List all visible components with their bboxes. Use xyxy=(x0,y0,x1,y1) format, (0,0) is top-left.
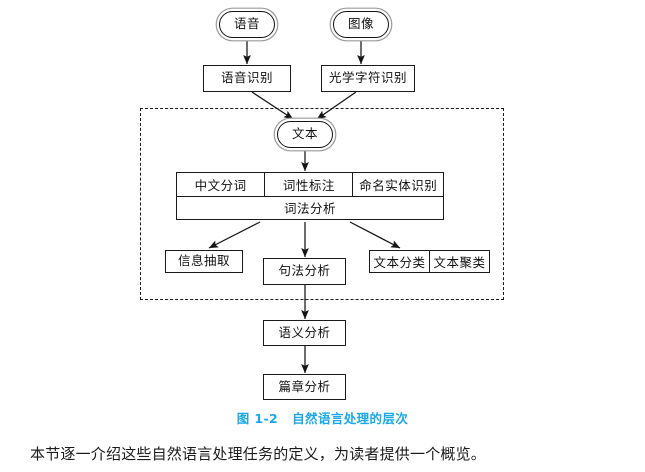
node-ocr[interactable]: 光学字符识别 xyxy=(321,65,415,92)
text-classification-clustering-pair[interactable]: 文本分类 文本聚类 xyxy=(369,250,490,273)
node-semantic-analysis-label: 语义分析 xyxy=(278,325,331,340)
nlp-core-dashed-region xyxy=(140,108,504,300)
node-discourse-analysis[interactable]: 篇章分析 xyxy=(263,374,346,400)
node-image-input-label: 图像 xyxy=(347,17,374,32)
cell-pos-tagging-label: 词性标注 xyxy=(282,178,335,193)
node-text-label: 文本 xyxy=(291,127,318,142)
cell-text-classification-label: 文本分类 xyxy=(373,256,426,270)
cell-named-entity-recognition[interactable]: 命名实体识别 xyxy=(352,173,443,196)
node-text[interactable]: 文本 xyxy=(277,121,333,148)
node-speech-input[interactable]: 语音 xyxy=(219,11,275,38)
cell-lexical-analysis-label: 词法分析 xyxy=(283,202,336,217)
node-semantic-analysis[interactable]: 语义分析 xyxy=(263,320,346,346)
cell-pos-tagging[interactable]: 词性标注 xyxy=(264,173,352,196)
node-speech-recognition[interactable]: 语音识别 xyxy=(203,65,291,92)
cell-named-entity-recognition-label: 命名实体识别 xyxy=(359,178,438,193)
cell-chinese-word-segmentation[interactable]: 中文分词 xyxy=(177,173,264,196)
lexical-table-bottom-row: 词法分析 xyxy=(177,197,443,220)
cell-text-clustering[interactable]: 文本聚类 xyxy=(429,251,489,272)
lexical-analysis-table[interactable]: 中文分词 词性标注 命名实体识别 词法分析 xyxy=(176,172,444,220)
node-information-extraction-label: 信息抽取 xyxy=(177,254,230,269)
node-discourse-analysis-label: 篇章分析 xyxy=(278,379,331,394)
figure-caption-number: 图 1-2 xyxy=(236,411,279,426)
node-syntactic-analysis-label: 句法分析 xyxy=(278,264,331,279)
cell-text-classification[interactable]: 文本分类 xyxy=(370,251,429,272)
cell-lexical-analysis[interactable]: 词法分析 xyxy=(177,197,443,220)
body-paragraph: 本节逐一介绍这些自然语言处理任务的定义，为读者提供一个概览。 xyxy=(30,444,620,467)
node-image-input[interactable]: 图像 xyxy=(333,11,389,38)
node-speech-input-label: 语音 xyxy=(233,17,260,32)
figure-caption: 图 1-2 自然语言处理的层次 xyxy=(0,408,645,427)
node-ocr-label: 光学字符识别 xyxy=(328,71,407,86)
cell-text-clustering-label: 文本聚类 xyxy=(433,256,486,270)
lexical-table-top-row: 中文分词 词性标注 命名实体识别 xyxy=(177,173,443,197)
figure-caption-title: 自然语言处理的层次 xyxy=(292,411,409,426)
node-syntactic-analysis[interactable]: 句法分析 xyxy=(263,258,346,285)
body-paragraph-text: 本节逐一介绍这些自然语言处理任务的定义，为读者提供一个概览。 xyxy=(30,447,487,463)
node-speech-recognition-label: 语音识别 xyxy=(220,71,273,86)
node-information-extraction[interactable]: 信息抽取 xyxy=(165,250,243,273)
cell-chinese-word-segmentation-label: 中文分词 xyxy=(194,178,247,193)
